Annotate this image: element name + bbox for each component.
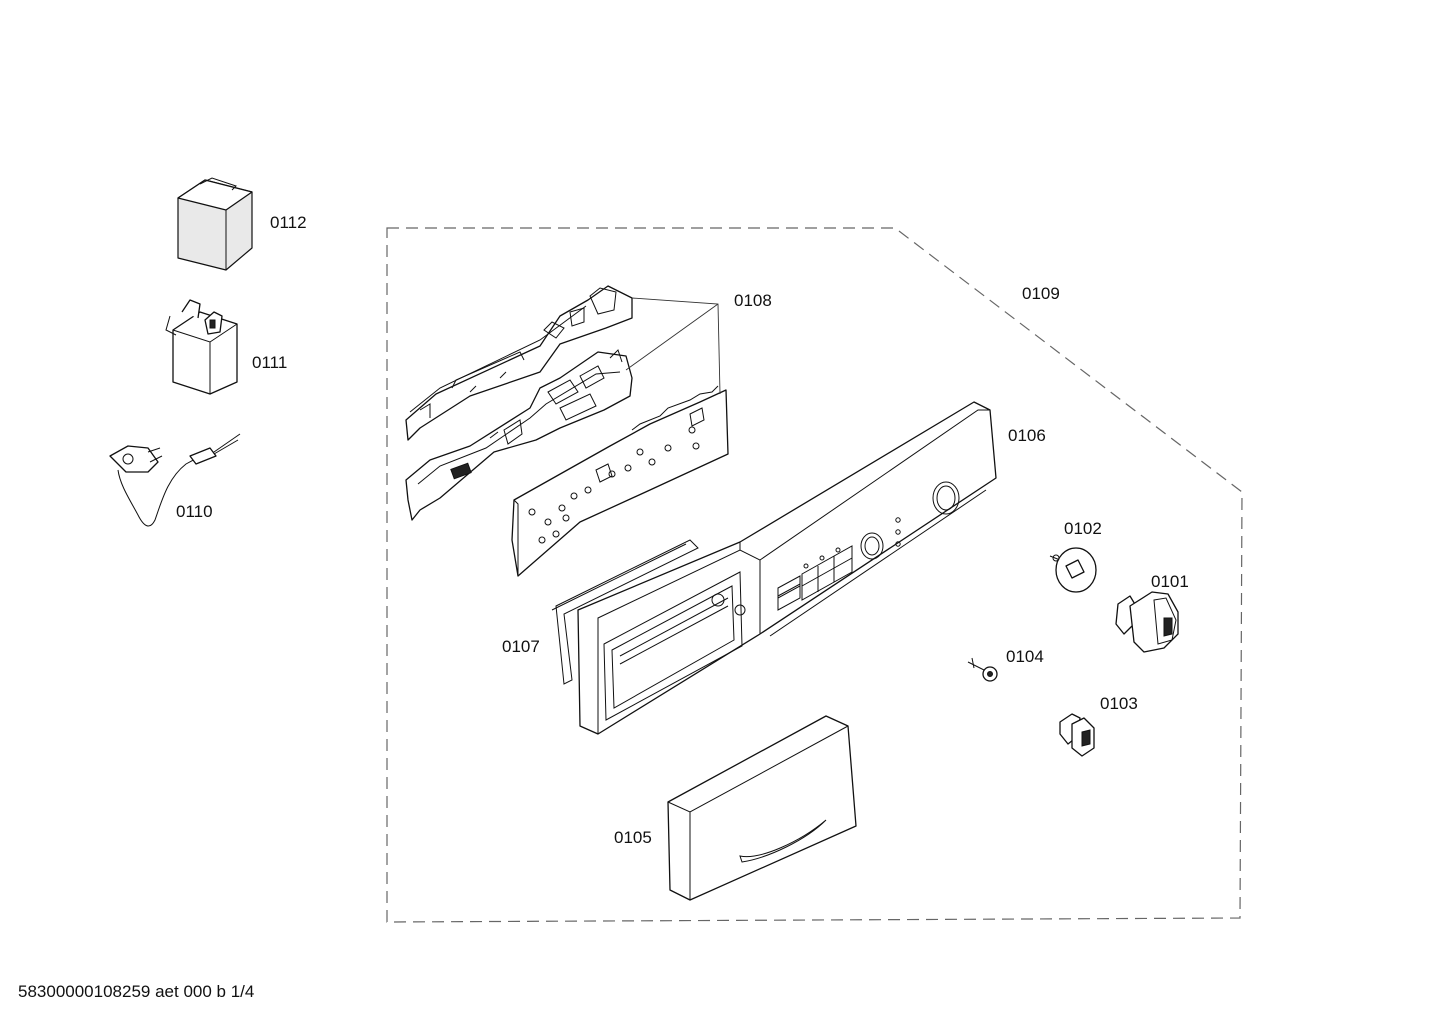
label-0109: 0109 — [1022, 284, 1060, 303]
part-0104-screw[interactable] — [967, 657, 998, 682]
label-0101: 0101 — [1151, 572, 1189, 591]
label-0111: 0111 — [252, 353, 287, 372]
part-0103-small-knob[interactable] — [1059, 713, 1095, 757]
part-0108-circuit-board[interactable] — [511, 385, 729, 577]
label-0103: 0103 — [1100, 694, 1138, 713]
label-0108: 0108 — [734, 291, 772, 310]
part-0111-filter[interactable] — [165, 299, 238, 395]
drawing-reference-footer: 58300000108259 aet 000 b 1/4 — [18, 982, 254, 1001]
part-0110-power-cord[interactable] — [109, 433, 241, 527]
label-0104: 0104 — [1006, 647, 1044, 666]
label-0102: 0102 — [1064, 519, 1102, 538]
part-0101-main-knob[interactable] — [1115, 591, 1179, 653]
label-0110: 0110 — [176, 502, 213, 521]
part-0107-seal[interactable] — [551, 539, 699, 685]
control-panel-buttons — [777, 545, 853, 611]
label-0106: 0106 — [1008, 426, 1046, 445]
assembly-boundary-0109 — [386, 227, 1243, 923]
part-0112-cover[interactable] — [177, 177, 253, 271]
label-0105: 0105 — [614, 828, 652, 847]
label-0112: 0112 — [270, 213, 307, 232]
part-0106-control-panel[interactable] — [577, 401, 997, 735]
circuit-board-components — [528, 407, 705, 544]
part-0108-carrier-lower[interactable] — [405, 349, 633, 521]
part-0102-knob-base[interactable] — [1049, 547, 1097, 593]
part-0105-drawer-handle[interactable] — [667, 715, 857, 901]
label-0107: 0107 — [502, 637, 540, 656]
leader-0108 — [625, 297, 721, 395]
part-0108-carrier-upper[interactable] — [405, 285, 633, 441]
